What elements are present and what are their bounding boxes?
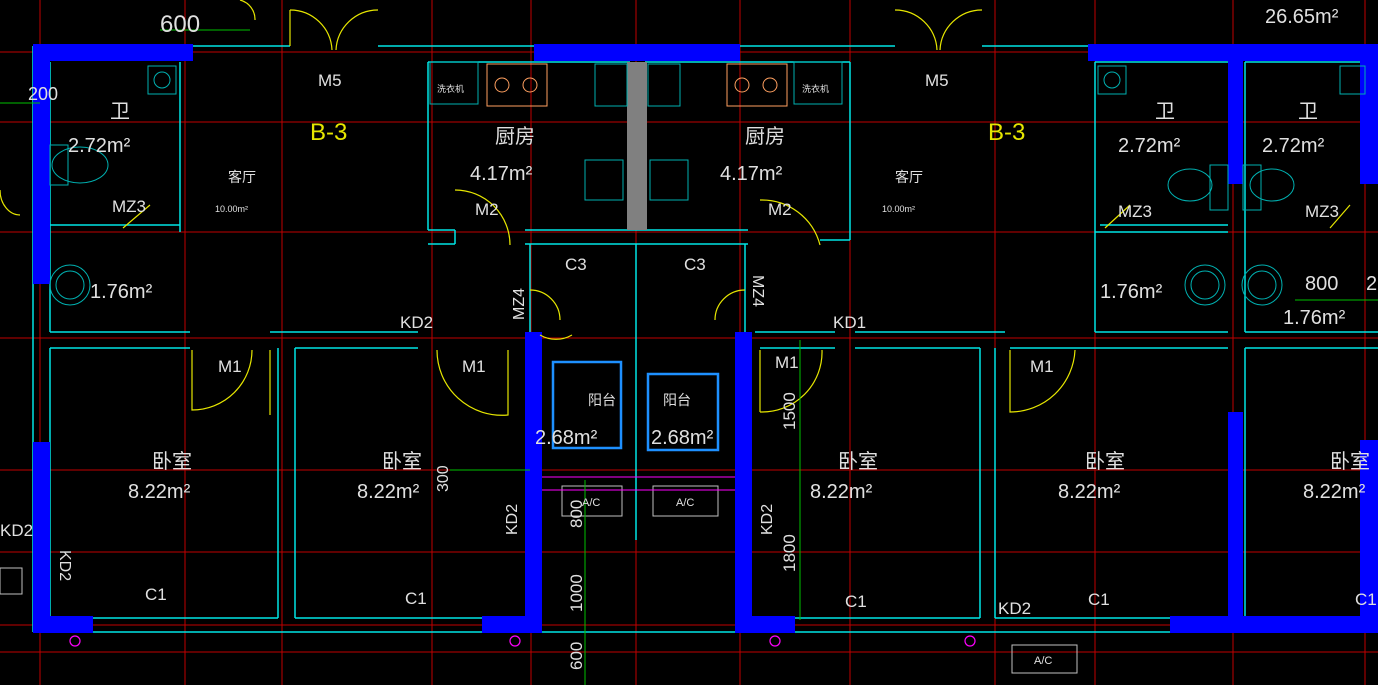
washer-a: 洗衣机 (437, 83, 464, 94)
wash-a-area: 1.76m² (90, 281, 153, 303)
dim-800-right: 800 (1305, 273, 1338, 295)
kitchen-b-area: 4.17m² (720, 163, 783, 185)
wash-b-area: 1.76m² (1100, 281, 1163, 303)
c1-d: C1 (1088, 590, 1110, 609)
c1-a: C1 (145, 585, 167, 604)
m2-a: M2 (475, 200, 499, 219)
balcony-b: 阳台 (663, 392, 691, 408)
m5-b: M5 (925, 71, 949, 90)
unit-b: B-3 (988, 119, 1025, 146)
balcony-a-area: 2.68m² (535, 427, 598, 449)
wc-a: 卫 (110, 101, 130, 123)
bed-c: 卧室 (838, 450, 878, 473)
kd2-left-v: KD2 (56, 550, 73, 581)
m5-a: M5 (318, 71, 342, 90)
c1-e: C1 (1355, 590, 1377, 609)
living-b-area: 10.00m² (882, 204, 915, 214)
dim-800: 800 (567, 500, 586, 528)
mz4-a: MZ4 (511, 288, 528, 320)
mz3-c: MZ3 (1305, 202, 1339, 221)
wc-c: 卫 (1298, 101, 1318, 123)
dimension-lines (0, 29, 1378, 685)
dim-1000: 1000 (567, 574, 586, 612)
dim-300: 300 (435, 465, 452, 492)
balcony-b-area: 2.68m² (651, 427, 714, 449)
c1-b: C1 (405, 589, 427, 608)
kd2-left: KD2 (0, 521, 33, 540)
bed-a-area: 8.22m² (128, 481, 191, 503)
wash-c-area: 1.76m² (1283, 307, 1346, 329)
dim-1500: 1500 (780, 392, 799, 430)
balcony-boxes (0, 360, 1078, 674)
bed-a: 卧室 (152, 450, 192, 473)
living-b: 客厅 (895, 169, 923, 185)
dim-1800: 1800 (780, 534, 799, 572)
balcony-a: 阳台 (588, 392, 616, 408)
wc-b-area: 2.72m² (1118, 135, 1181, 157)
kd2-b: KD2 (504, 504, 521, 535)
area-total: 26.65m² (1265, 6, 1339, 28)
bed-d: 卧室 (1085, 450, 1125, 473)
wall-fills (33, 44, 1378, 633)
kitchen-a: 厨房 (495, 125, 535, 148)
mz3-b: MZ3 (1118, 202, 1152, 221)
fixtures (49, 61, 1366, 306)
kitchen-a-area: 4.17m² (470, 163, 533, 185)
wall-outlines (32, 45, 1378, 633)
kd2-d: KD2 (998, 599, 1031, 618)
kd1: KD1 (833, 313, 866, 332)
m1-d: M1 (1030, 357, 1054, 376)
dim-200: 200 (28, 84, 58, 104)
bed-e-area: 8.22m² (1303, 481, 1366, 503)
kitchen-b: 厨房 (745, 125, 785, 148)
c3-a: C3 (565, 255, 587, 274)
dim-600-top: 600 (160, 11, 200, 38)
c1-c: C1 (845, 592, 867, 611)
m1-b: M1 (462, 357, 486, 376)
ac-a: A/C (582, 497, 600, 509)
m1-c: M1 (775, 353, 799, 372)
living-a-area: 10.00m² (215, 204, 248, 214)
bed-d-area: 8.22m² (1058, 481, 1121, 503)
unit-a: B-3 (310, 119, 347, 146)
bed-e: 卧室 (1330, 450, 1370, 473)
wc-c-area: 2.72m² (1262, 135, 1325, 157)
dim-600-bottom: 600 (567, 642, 586, 670)
washer-b: 洗衣机 (802, 83, 829, 94)
kd2-a: KD2 (400, 313, 433, 332)
mz4-b: MZ4 (749, 275, 766, 307)
column-markers (69, 635, 976, 647)
bed-b: 卧室 (382, 450, 422, 473)
bed-b-area: 8.22m² (357, 481, 420, 503)
wc-b: 卫 (1155, 101, 1175, 123)
bed-c-area: 8.22m² (810, 481, 873, 503)
c3-b: C3 (684, 255, 706, 274)
door-swings (0, 0, 1351, 416)
ac-b: A/C (676, 497, 694, 509)
shaft (627, 62, 647, 230)
m1-a: M1 (218, 357, 242, 376)
wc-a-area: 2.72m² (68, 135, 131, 157)
ac-c: A/C (1034, 655, 1052, 667)
mz3-a: MZ3 (112, 197, 146, 216)
dim-2-right: 2 (1366, 273, 1377, 295)
m2-b: M2 (768, 200, 792, 219)
living-a: 客厅 (228, 169, 256, 185)
kd2-c: KD2 (759, 504, 776, 535)
